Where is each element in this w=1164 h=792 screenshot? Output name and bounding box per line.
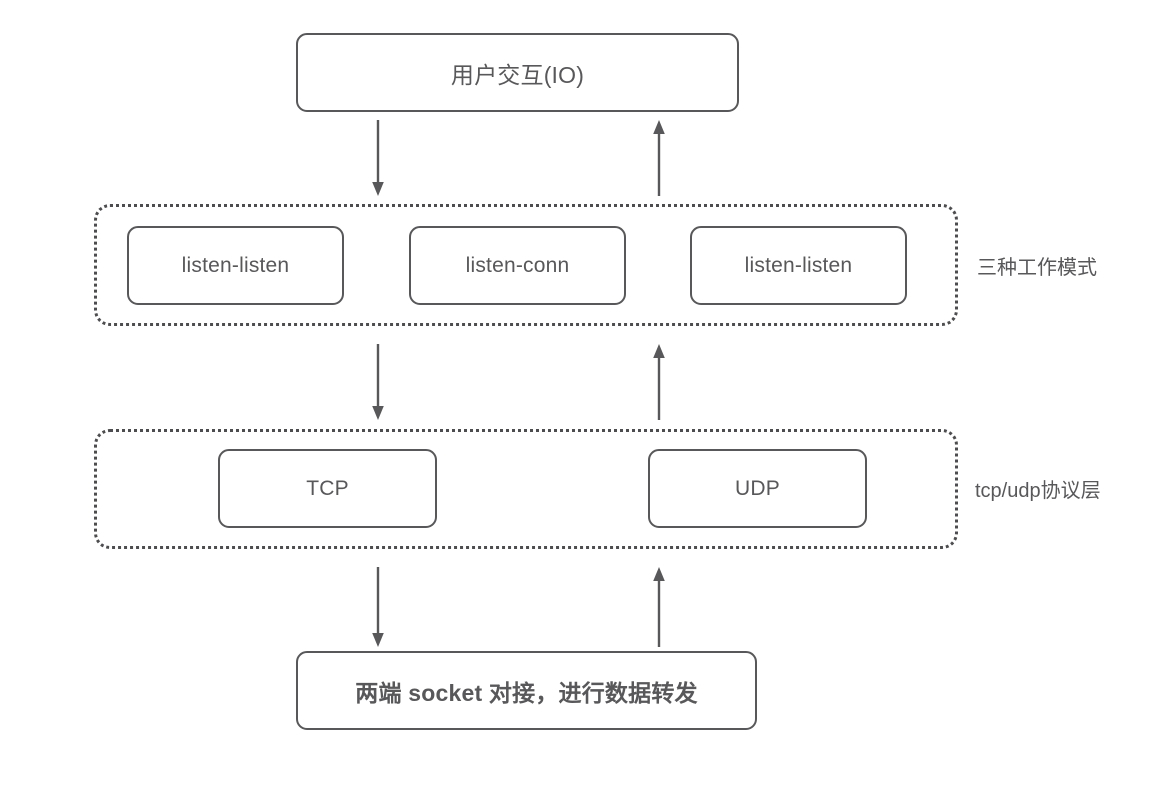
node-tcp-label: TCP (306, 476, 349, 500)
node-listen-listen-1-label: listen-listen (181, 253, 290, 277)
group-protocol-layer-label: tcp/udp协议层 (975, 480, 1101, 502)
group-working-modes (94, 204, 958, 326)
arrow-socket-to-protocol (647, 567, 671, 647)
node-listen-conn-label: listen-conn (465, 253, 570, 277)
arrow-modes-to-protocol (366, 344, 390, 420)
group-protocol-layer (94, 429, 958, 549)
node-user-interaction-label: 用户交互(IO) (450, 61, 585, 88)
node-socket-forwarding[interactable]: 两端 socket 对接，进行数据转发 (296, 651, 757, 730)
node-listen-listen-2[interactable]: listen-listen (690, 226, 907, 305)
node-udp[interactable]: UDP (648, 449, 867, 528)
arrow-protocol-to-modes (647, 344, 671, 420)
arrow-modes-to-io (647, 120, 671, 196)
node-listen-listen-1[interactable]: listen-listen (127, 226, 344, 305)
arrow-protocol-to-socket (366, 567, 390, 647)
node-listen-conn[interactable]: listen-conn (409, 226, 626, 305)
arrow-io-to-modes (366, 120, 390, 196)
node-tcp[interactable]: TCP (218, 449, 437, 528)
node-listen-listen-2-label: listen-listen (744, 253, 853, 277)
group-working-modes-label: 三种工作模式 (977, 257, 1097, 279)
node-socket-forwarding-label: 两端 socket 对接，进行数据转发 (355, 679, 698, 706)
node-user-interaction[interactable]: 用户交互(IO) (296, 33, 739, 112)
node-udp-label: UDP (735, 476, 780, 500)
